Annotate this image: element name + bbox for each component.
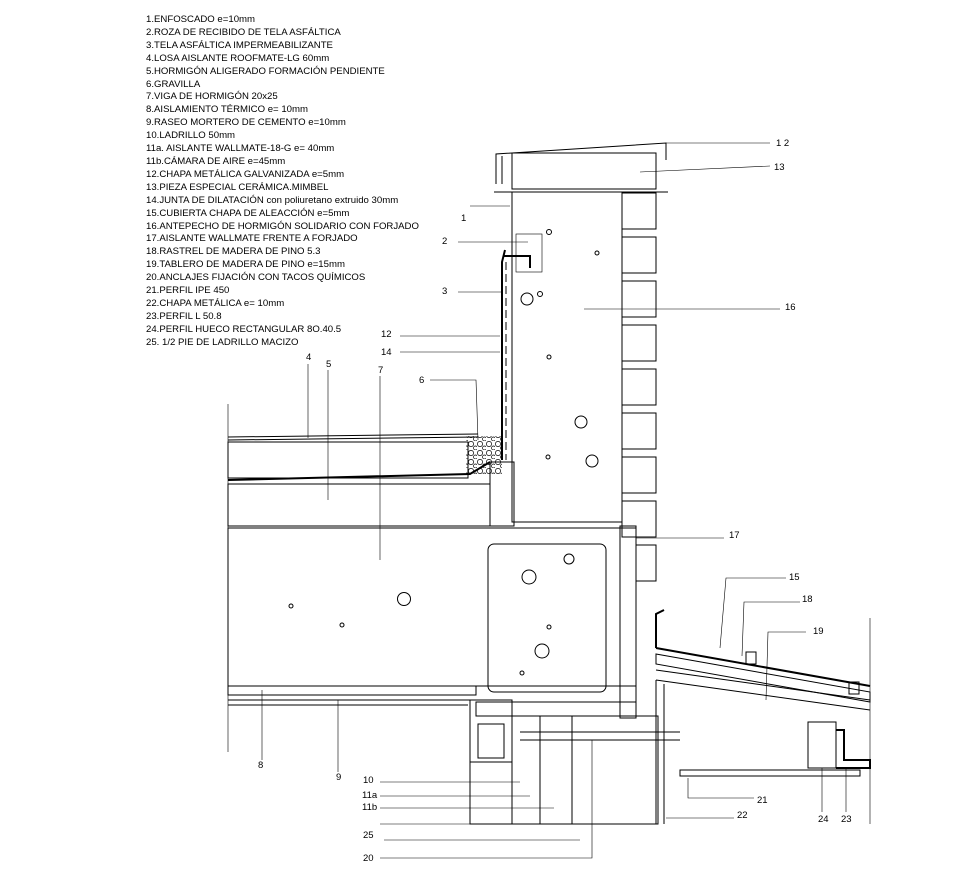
legend-item: 6.GRAVILLA <box>146 78 201 90</box>
callout-24: 24 <box>818 814 829 825</box>
thermal-insulation-band <box>227 685 477 696</box>
ipe-beam <box>679 769 861 777</box>
legend-item: 3.TELA ASFÁLTICA IMPERMEABILIZANTE <box>146 39 333 51</box>
legend-item: 15.CUBIERTA CHAPA DE ALEACCIÓN e=5mm <box>146 207 350 219</box>
callout-22: 22 <box>737 810 748 821</box>
concrete-parapet <box>511 191 623 523</box>
callout-6: 6 <box>419 375 424 386</box>
callout-12: 12 <box>381 329 392 340</box>
callout-1: 1 <box>461 213 466 224</box>
legend-item: 11b.CÁMARA DE AIRE e=45mm <box>146 155 286 167</box>
roofmate-insulation <box>227 441 469 479</box>
callout-leaders <box>261 142 847 859</box>
callout-4: 4 <box>306 352 311 363</box>
legend-item: 2.ROZA DE RECIBIDO DE TELA ASFÁLTICA <box>146 26 341 38</box>
ceramic-coping <box>511 152 657 190</box>
legend-item: 23.PERFIL L 50.8 <box>146 310 222 322</box>
callout-17: 17 <box>729 530 740 541</box>
flashing-reglet <box>515 233 543 273</box>
gravel-fill <box>466 436 502 474</box>
legend-item: 8.AISLAMIENTO TÉRMICO e= 10mm <box>146 104 308 116</box>
callout-19: 19 <box>813 626 824 637</box>
legend-item: 22.CHAPA METÁLICA e= 10mm <box>146 297 285 309</box>
sloped-metal-roof <box>655 609 871 824</box>
legend-item: 17.AISLANTE WALLMATE FRENTE A FORJADO <box>146 233 358 245</box>
legend-item: 5.HORMIGÓN ALIGERADO FORMACIÓN PENDIENTE <box>146 65 385 77</box>
legend-item: 11a. AISLANTE WALLMATE-18-G e= 40mm <box>146 143 335 155</box>
callout-25: 25 <box>363 830 374 841</box>
lower-wall-assembly <box>469 680 680 825</box>
brick-veneer-column <box>621 192 657 582</box>
parapet-assembly <box>288 142 668 719</box>
legend-item: 20.ANCLAJES FIJACIÓN CON TACOS QUÍMICOS <box>146 272 366 284</box>
material-legend: 1.ENFOSCADO e=10mm 2.ROZA DE RECIBIDO DE… <box>146 14 419 350</box>
concrete-aggregate <box>288 229 600 676</box>
legend-item: 4.LOSA AISLANTE ROOFMATE-LG 60mm <box>146 52 330 64</box>
callout-8: 8 <box>258 760 263 771</box>
beam-reinforcement <box>487 543 607 693</box>
flat-roof-assembly <box>227 404 637 752</box>
legend-item: 14.JUNTA DE DILATACIÓN con poliuretano e… <box>146 194 399 206</box>
callout-21: 21 <box>757 795 768 806</box>
callout-9: 9 <box>336 772 341 783</box>
callout-23: 23 <box>841 814 852 825</box>
callout-11a: 11a <box>362 790 378 801</box>
callout-14: 14 <box>381 347 392 358</box>
membrane <box>227 461 491 481</box>
legend-item: 24.PERFIL HUECO RECTANGULAR 8O.40.5 <box>146 323 342 335</box>
legend-item: 21.PERFIL IPE 450 <box>146 285 230 297</box>
legend-item: 16.ANTEPECHO DE HORMIGÓN SOLIDARIO CON F… <box>146 220 419 232</box>
callout-16: 16 <box>785 302 796 313</box>
l-profile <box>836 729 871 769</box>
rectangular-hollow-section <box>807 721 837 769</box>
wallmate-insulation <box>619 525 637 719</box>
legend-item: 25. 1/2 PIE DE LADRILLO MACIZO <box>146 336 299 348</box>
metal-roof-sheet <box>655 647 871 687</box>
callout-2: 2 <box>442 236 447 247</box>
callout-20: 20 <box>363 853 374 864</box>
callout-10: 10 <box>363 775 374 786</box>
legend-item: 19.TABLERO DE MADERA DE PINO e=15mm <box>146 259 345 271</box>
solid-brick-leaf <box>469 761 513 825</box>
callout-5: 5 <box>326 359 331 370</box>
legend-item: 13.PIEZA ESPECIAL CERÁMICA.MIMBEL <box>146 181 329 193</box>
callout-18: 18 <box>802 594 813 605</box>
legend-item: 12.CHAPA METÁLICA GALVANIZADA e=5mm <box>146 168 345 180</box>
callout-15: 15 <box>789 572 800 583</box>
callout-13: 13 <box>774 162 785 173</box>
callout-12-top: 1 2 <box>776 138 789 149</box>
callout-7: 7 <box>378 365 383 376</box>
callout-labels: 1 2 13 1 2 3 12 14 16 4 5 7 6 17 15 18 1… <box>258 138 852 864</box>
legend-item: 1.ENFOSCADO e=10mm <box>146 14 256 25</box>
legend-item: 9.RASEO MORTERO DE CEMENTO e=10mm <box>146 117 346 129</box>
lightweight-concrete-slope <box>227 483 491 527</box>
legend-item: 7.VIGA DE HORMIGÓN 20x25 <box>146 91 278 103</box>
legend-item: 10.LADRILLO 50mm <box>146 130 236 142</box>
pine-batten <box>745 651 757 665</box>
legend-item: 18.RASTREL DE MADERA DE PINO 5.3 <box>146 246 321 258</box>
callout-11b: 11b <box>362 802 377 813</box>
callout-3: 3 <box>442 286 447 297</box>
